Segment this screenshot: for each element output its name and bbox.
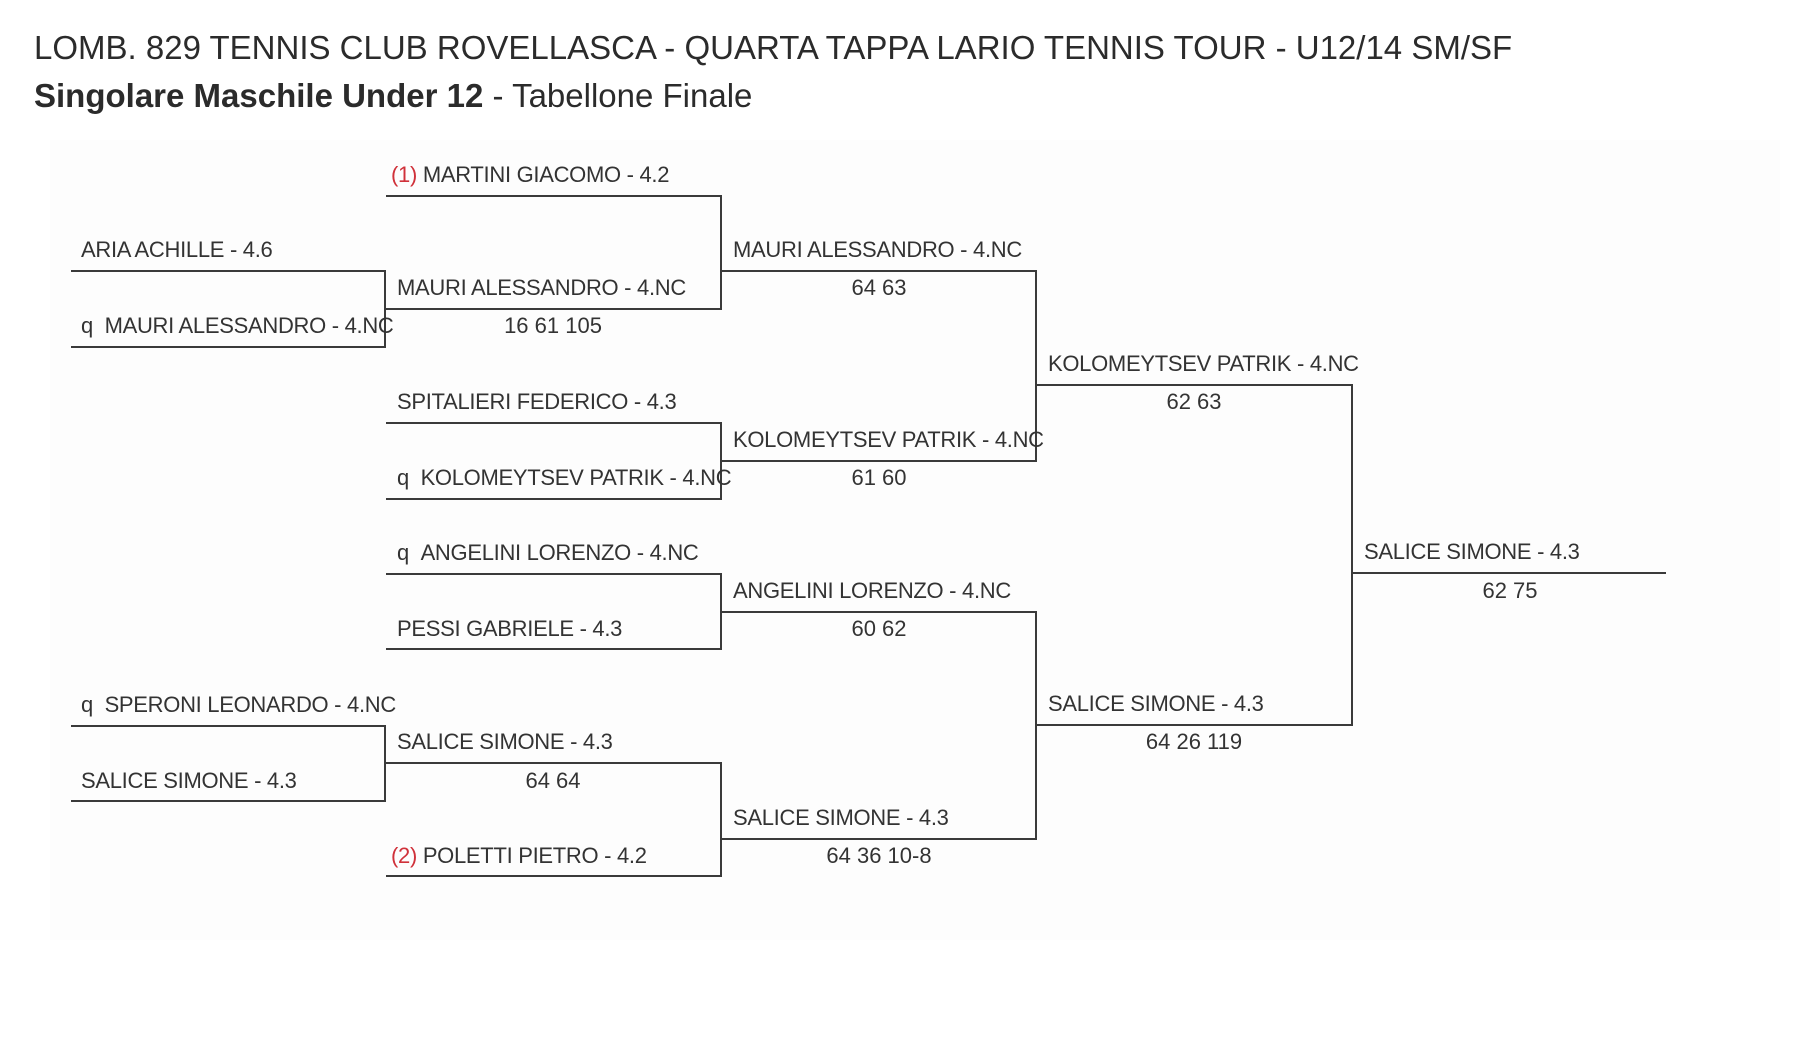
player-name: ANGELINI LORENZO - 4.NC	[733, 578, 1011, 603]
bracket-line	[386, 195, 722, 197]
player-name: SALICE SIMONE - 4.3	[1364, 539, 1580, 564]
bracket-line	[1351, 384, 1353, 726]
player-name: SALICE SIMONE - 4.3	[1048, 691, 1264, 716]
champion-slot: SALICE SIMONE - 4.3	[1364, 539, 1580, 565]
player-name: KOLOMEYTSEV PATRIK - 4.NC	[1048, 351, 1359, 376]
player-slot: MAURI ALESSANDRO - 4.NC	[397, 275, 686, 301]
tournament-title: LOMB. 829 TENNIS CLUB ROVELLASCA - QUART…	[34, 29, 1513, 66]
event-name: Singolare Maschile Under 12	[34, 77, 484, 114]
player-name: ARIA ACHILLE - 4.6	[81, 237, 273, 262]
player-slot: PESSI GABRIELE - 4.3	[397, 616, 622, 642]
qualifier-marker: q	[397, 465, 409, 490]
bracket-panel	[50, 140, 1780, 940]
draw-name: Tabellone Finale	[512, 77, 753, 114]
player-slot: SALICE SIMONE - 4.3	[1048, 691, 1264, 717]
bracket-line	[720, 422, 722, 500]
player-name: SPITALIERI FEDERICO - 4.3	[397, 389, 677, 414]
player-slot: ANGELINI LORENZO - 4.NC	[733, 578, 1011, 604]
bracket-line	[71, 346, 386, 348]
bracket-line	[386, 308, 722, 310]
player-slot: SALICE SIMONE - 4.3	[733, 805, 949, 831]
bracket-line	[384, 725, 386, 802]
player-slot: MAURI ALESSANDRO - 4.NC	[733, 237, 1022, 263]
player-name: SALICE SIMONE - 4.3	[397, 729, 613, 754]
player-slot: q ANGELINI LORENZO - 4.NC	[397, 540, 699, 566]
bracket-line	[386, 875, 722, 877]
page-header: LOMB. 829 TENNIS CLUB ROVELLASCA - QUART…	[34, 26, 1512, 118]
bracket-line	[720, 762, 722, 877]
match-score: 62 63	[1166, 389, 1222, 414]
final-score: 62 75	[1482, 578, 1538, 603]
player-name: ANGELINI LORENZO - 4.NC	[420, 540, 699, 565]
player-slot: (2) POLETTI PIETRO - 4.2	[391, 843, 647, 869]
player-name: MARTINI GIACOMO - 4.2	[422, 162, 670, 187]
bracket-line	[722, 270, 1037, 272]
subtitle-separator: -	[483, 77, 513, 114]
bracket-line	[1037, 724, 1353, 726]
seed-number: (1)	[391, 162, 417, 187]
match-score: 64 36 10-8	[826, 843, 932, 868]
bracket-line	[386, 762, 722, 764]
qualifier-marker: q	[81, 692, 93, 717]
player-name: SPERONI LEONARDO - 4.NC	[104, 692, 397, 717]
player-name: MAURI ALESSANDRO - 4.NC	[733, 237, 1022, 262]
seed-number: (2)	[391, 843, 417, 868]
bracket-line	[1037, 384, 1353, 386]
bracket-line	[720, 195, 722, 310]
player-slot: KOLOMEYTSEV PATRIK - 4.NC	[1048, 351, 1359, 377]
bracket-line	[384, 270, 386, 348]
bracket-line	[386, 498, 722, 500]
qualifier-marker: q	[81, 313, 93, 338]
player-slot: q SPERONI LEONARDO - 4.NC	[81, 692, 396, 718]
bracket-line	[722, 460, 1037, 462]
bracket-line	[386, 422, 722, 424]
player-name: POLETTI PIETRO - 4.2	[422, 843, 647, 868]
bracket-line	[722, 838, 1037, 840]
player-slot: SALICE SIMONE - 4.3	[81, 768, 297, 794]
bracket-line	[1035, 611, 1037, 840]
bracket-line	[1353, 572, 1666, 574]
bracket-line	[386, 648, 722, 650]
bracket-line	[386, 573, 722, 575]
draw-subtitle: Singolare Maschile Under 12 - Tabellone …	[34, 74, 1512, 118]
bracket-line	[71, 725, 386, 727]
match-score: 64 26 119	[1145, 729, 1243, 754]
player-slot: (1) MARTINI GIACOMO - 4.2	[391, 162, 669, 188]
player-name: MAURI ALESSANDRO - 4.NC	[104, 313, 394, 338]
player-slot: KOLOMEYTSEV PATRIK - 4.NC	[733, 427, 1044, 453]
bracket-line	[722, 611, 1037, 613]
match-score: 61 60	[851, 465, 907, 490]
player-slot: SPITALIERI FEDERICO - 4.3	[397, 389, 677, 415]
match-score: 16 61 105	[504, 313, 602, 338]
player-slot: SALICE SIMONE - 4.3	[397, 729, 613, 755]
bracket-line	[71, 800, 386, 802]
player-slot: q KOLOMEYTSEV PATRIK - 4.NC	[397, 465, 732, 491]
player-name: MAURI ALESSANDRO - 4.NC	[397, 275, 686, 300]
qualifier-marker: q	[397, 540, 409, 565]
player-name: SALICE SIMONE - 4.3	[733, 805, 949, 830]
player-name: PESSI GABRIELE - 4.3	[397, 616, 623, 641]
bracket-line	[71, 270, 386, 272]
player-name: SALICE SIMONE - 4.3	[81, 768, 297, 793]
match-score: 60 62	[851, 616, 907, 641]
player-name: KOLOMEYTSEV PATRIK - 4.NC	[733, 427, 1044, 452]
player-slot: q MAURI ALESSANDRO - 4.NC	[81, 313, 394, 339]
match-score: 64 64	[525, 768, 581, 793]
bracket-line	[720, 573, 722, 650]
player-slot: ARIA ACHILLE - 4.6	[81, 237, 273, 263]
bracket-line	[1035, 270, 1037, 462]
player-name: KOLOMEYTSEV PATRIK - 4.NC	[420, 465, 732, 490]
match-score: 64 63	[851, 275, 907, 300]
